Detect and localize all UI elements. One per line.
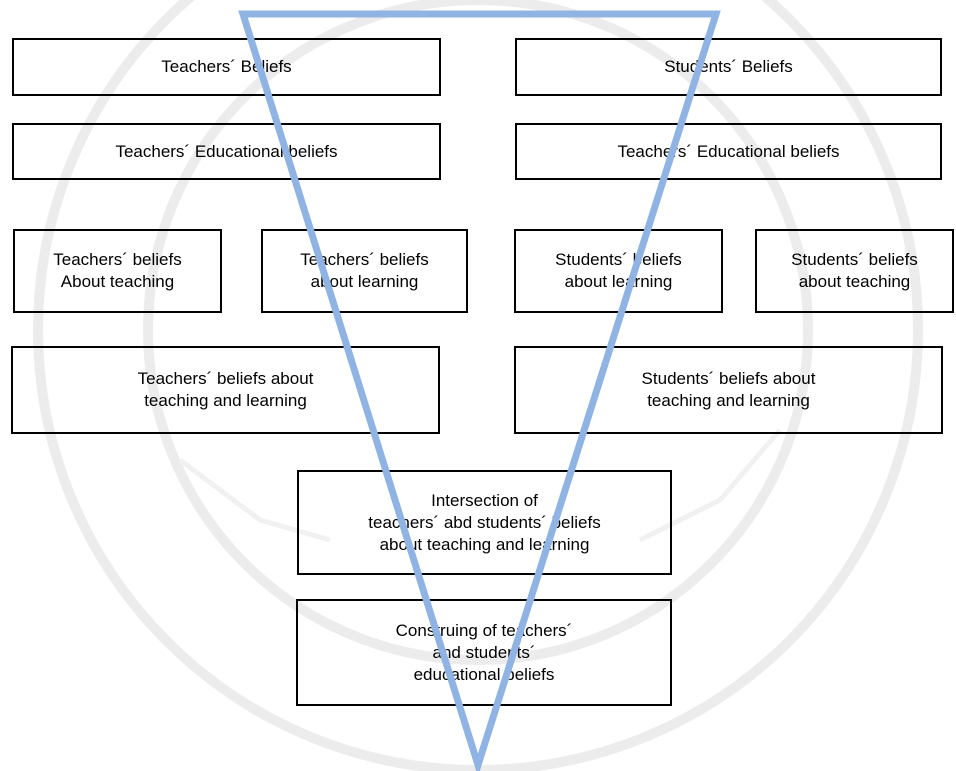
intersection-box: Intersection of teachers´ abd students´ … <box>297 470 672 575</box>
students-beliefs-teaching-learning-label: Students´ beliefs about teaching and lea… <box>641 369 816 410</box>
students-beliefs-about-learning-box: Students´ beliefs about learning <box>514 229 723 313</box>
students-beliefs-label: Students´ Beliefs <box>664 57 793 76</box>
teachers-educational-beliefs-left-label: Teachers´ Educational beliefs <box>115 141 338 161</box>
teachers-educational-beliefs-right-box: Teachers´ Educational beliefs <box>515 123 942 180</box>
intersection-label: Intersection of teachers´ abd students´ … <box>368 490 601 554</box>
teachers-beliefs-box: Teachers´ Beliefs <box>12 38 441 96</box>
teachers-beliefs-about-learning-box: Teachers´ beliefs about learning <box>261 229 468 313</box>
teachers-beliefs-label: Teachers´ Beliefs <box>161 57 292 76</box>
teachers-beliefs-about-learning-label: Teachers´ beliefs about learning <box>300 250 429 291</box>
teachers-beliefs-teaching-learning-label: Teachers´ beliefs about teaching and lea… <box>137 369 314 410</box>
construing-label: Construing of teachers´ and students´ ed… <box>395 620 573 684</box>
construing-box: Construing of teachers´ and students´ ed… <box>296 599 672 706</box>
students-beliefs-about-teaching-box: Students´ beliefs about teaching <box>755 229 954 313</box>
teachers-beliefs-about-teaching-box: Teachers´ beliefs About teaching <box>13 229 222 313</box>
teachers-beliefs-about-teaching-label: Teachers´ beliefs About teaching <box>53 250 182 291</box>
teachers-beliefs-teaching-learning-box: Teachers´ beliefs about teaching and lea… <box>11 346 440 434</box>
teachers-educational-beliefs-right-label: Teachers´ Educational beliefs <box>617 141 840 161</box>
students-beliefs-about-teaching-label: Students´ beliefs about teaching <box>791 250 918 291</box>
students-beliefs-about-learning-label: Students´ beliefs about learning <box>555 250 682 291</box>
students-beliefs-teaching-learning-box: Students´ beliefs about teaching and lea… <box>514 346 943 434</box>
teachers-educational-beliefs-left-box: Teachers´ Educational beliefs <box>12 123 441 180</box>
students-beliefs-box: Students´ Beliefs <box>515 38 942 96</box>
